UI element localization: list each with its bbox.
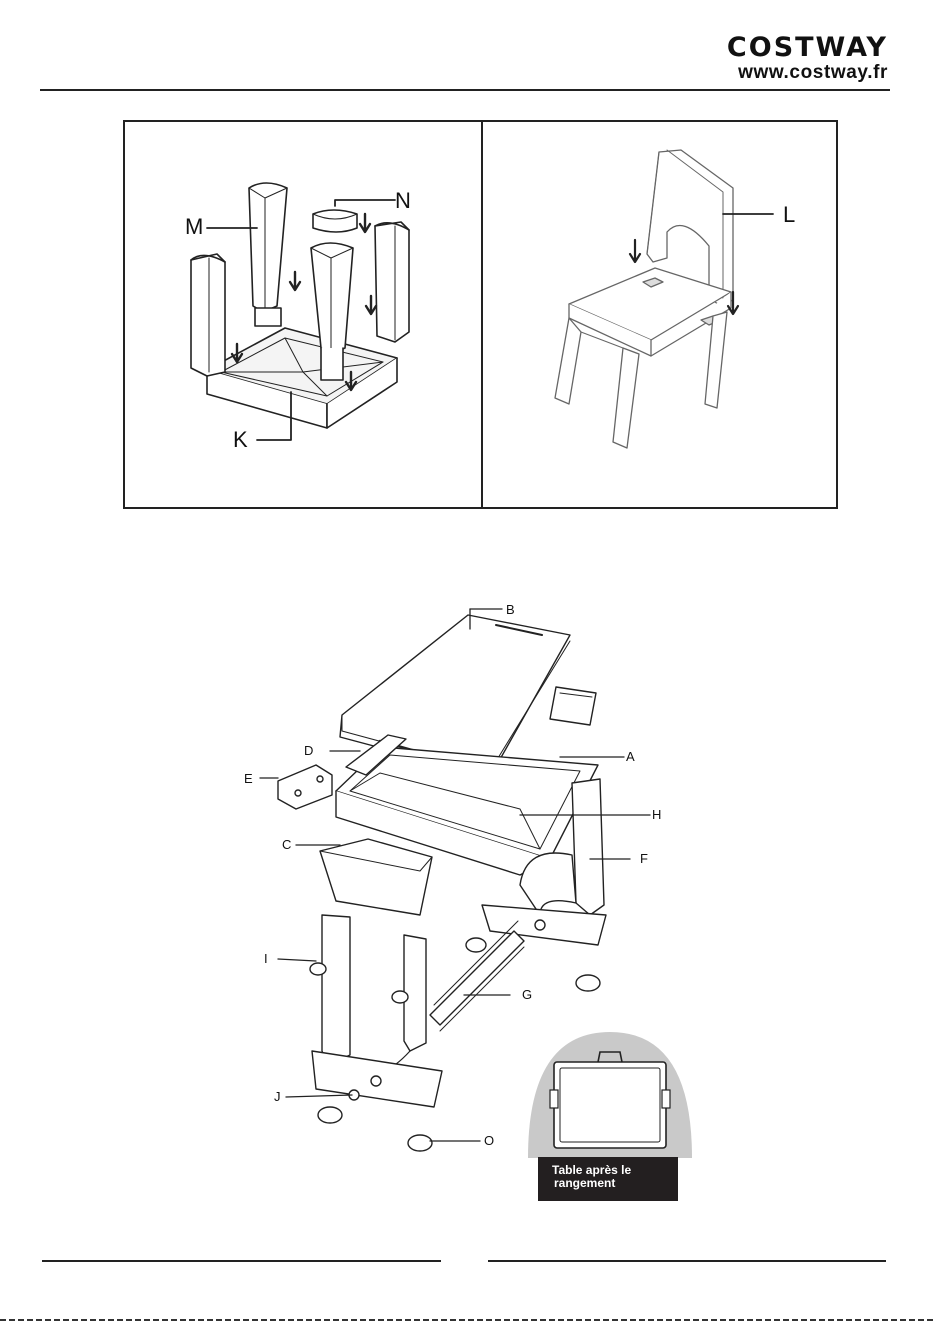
- label-f: F: [640, 851, 648, 866]
- header-divider: [40, 89, 890, 91]
- label-c: C: [282, 837, 291, 852]
- folded-table-inset: [524, 1028, 696, 1162]
- footer-divider-right: [488, 1260, 886, 1262]
- chair-leg-back-left: [191, 254, 225, 376]
- chair-leg-back-right: [705, 312, 727, 408]
- label-b: B: [506, 602, 515, 617]
- label-o: O: [484, 1133, 494, 1148]
- label-e: E: [244, 771, 253, 786]
- chair-leg-front-left: [555, 318, 581, 404]
- leg-f: [572, 779, 604, 915]
- label-d: D: [304, 743, 313, 758]
- label-h: H: [652, 807, 661, 822]
- chair-legs-diagram-panel: M N K: [123, 120, 483, 509]
- brand-logo-text: COSTWAY: [727, 34, 888, 62]
- chair-legs-illustration: [125, 122, 481, 507]
- chair-leg-front-right: [613, 348, 639, 448]
- footer-divider-left: [42, 1260, 441, 1262]
- label-j: J: [274, 1089, 281, 1104]
- storage-caption-line2: rangement: [552, 1177, 678, 1190]
- brand-block: COSTWAY www.costway.fr: [727, 34, 888, 84]
- label-k: K: [233, 427, 248, 453]
- label-l: L: [783, 202, 795, 228]
- foot-left: [312, 1051, 442, 1107]
- label-i: I: [264, 951, 268, 966]
- label-a: A: [626, 749, 635, 764]
- label-n: N: [395, 188, 411, 214]
- label-m: M: [185, 214, 203, 240]
- chair-cap-n: [313, 210, 357, 232]
- page-bottom-dashed-edge: [0, 1319, 936, 1321]
- brand-website: www.costway.fr: [727, 62, 888, 84]
- bracket-e: [278, 765, 332, 809]
- storage-caption: Table après le rangement: [538, 1157, 678, 1201]
- chair-leg-back-right: [375, 222, 409, 342]
- bin-c: [320, 839, 432, 915]
- chair-backrest-diagram-panel: L: [481, 120, 838, 509]
- leg-left-front: [322, 915, 350, 1065]
- chair-backrest-illustration: [483, 122, 836, 507]
- label-g: G: [522, 987, 532, 1002]
- chair-leg-m: [249, 183, 287, 312]
- leg-left-rear: [404, 935, 426, 1051]
